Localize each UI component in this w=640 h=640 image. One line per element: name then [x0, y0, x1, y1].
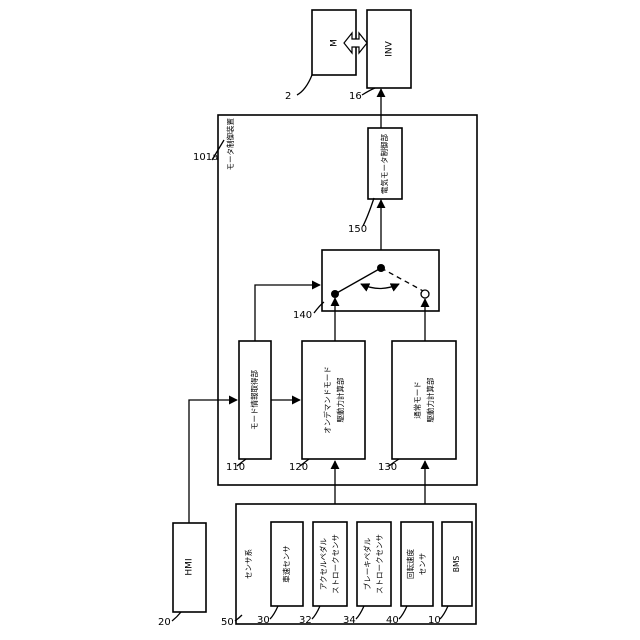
switch-pivot: [377, 264, 385, 272]
svg-text:車速センサ: 車速センサ: [281, 545, 291, 583]
svg-text:ストロークセンサ: ストロークセンサ: [331, 534, 340, 594]
svg-text:HMI: HMI: [185, 558, 195, 575]
sensor-bms: BMS: [442, 522, 472, 606]
ref-motor: 2: [285, 91, 291, 102]
hmi-block: HMI: [173, 523, 206, 612]
svg-text:M: M: [330, 39, 340, 47]
ref-sensor-system: 50: [221, 617, 234, 628]
leader-sensor-vehicle-speed: [270, 606, 278, 619]
leader-inverter: [362, 88, 375, 95]
ref-on-demand: 120: [289, 462, 308, 473]
svg-text:回転速度: 回転速度: [405, 549, 415, 579]
leader-motor: [297, 75, 312, 95]
sensor-vehicle-speed: 車速センサ: [271, 522, 303, 606]
svg-text:オンデマンドモード: オンデマンドモード: [322, 366, 332, 434]
leader-sensor-brake-pedal: [356, 606, 364, 619]
ref-sensor-vehicle-speed: 30: [257, 615, 270, 626]
leader-motor-control: [363, 198, 374, 226]
switch-contact-on-demand: [331, 290, 339, 298]
ref-mode-info: 110: [226, 462, 245, 473]
ref-sensor-bms: 10: [428, 615, 441, 626]
sensor-rotation-speed: 回転速度 センサ: [401, 522, 433, 606]
motor-control-block: 電気モータ制御部: [368, 128, 402, 199]
ref-inverter: 16: [349, 91, 362, 102]
ref-sensor-accelerator-pedal: 32: [299, 615, 312, 626]
leader-sensor-rotation-speed: [399, 606, 407, 619]
ref-hmi: 20: [158, 617, 171, 628]
mode-info-block: モード情報取得部: [239, 341, 271, 459]
sensor-brake-pedal: ブレーキペダル ストロークセンサ: [357, 522, 391, 606]
switch-block: [322, 250, 439, 311]
sensor-system-title: センサ系: [243, 549, 253, 579]
on-demand-calc-block: オンデマンドモード 駆動力計算部: [302, 341, 365, 459]
ref-normal: 130: [378, 462, 397, 473]
ref-sensor-rotation-speed: 40: [386, 615, 399, 626]
svg-text:アクセルペダル: アクセルペダル: [318, 537, 328, 590]
controller-title: モータ制御装置: [225, 118, 235, 171]
svg-text:ストロークセンサ: ストロークセンサ: [375, 534, 384, 594]
inverter-block: INV: [367, 10, 411, 88]
leader-hmi: [172, 612, 181, 621]
sensor-accelerator-pedal: アクセルペダル ストロークセンサ: [313, 522, 347, 606]
ref-sensor-brake-pedal: 34: [343, 615, 356, 626]
ref-switch: 140: [293, 310, 312, 321]
svg-text:INV: INV: [385, 40, 395, 56]
svg-text:モード情報取得部: モード情報取得部: [249, 370, 259, 430]
switch-contact-normal: [421, 290, 429, 298]
leader-sensor-accelerator-pedal: [312, 606, 320, 619]
svg-text:電気モータ制御部: 電気モータ制御部: [379, 134, 389, 194]
svg-text:センサ: センサ: [418, 553, 427, 576]
ref-motor-control: 150: [348, 224, 367, 235]
normal-calc-block: 通常モード 駆動力計算部: [392, 341, 456, 459]
svg-text:BMS: BMS: [452, 556, 461, 573]
svg-text:ブレーキペダル: ブレーキペダル: [362, 537, 372, 590]
svg-text:通常モード: 通常モード: [412, 381, 422, 419]
svg-text:駆動力計算部: 駆動力計算部: [425, 377, 435, 422]
svg-text:駆動力計算部: 駆動力計算部: [335, 377, 345, 422]
leader-sensor-bms: [440, 606, 448, 619]
ref-controller: 101a: [193, 152, 218, 163]
